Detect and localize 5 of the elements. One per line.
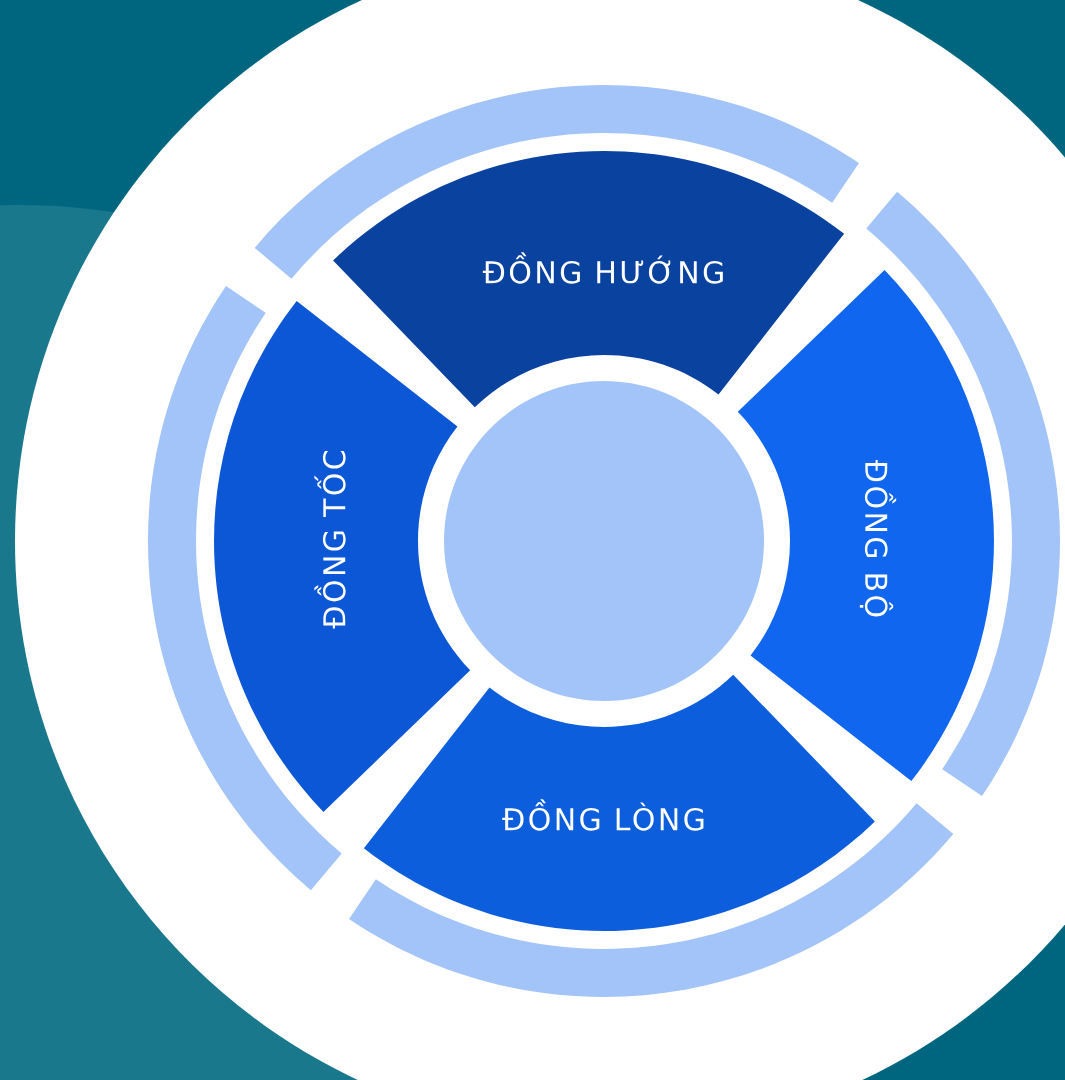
ring-segment: ĐỒNG BỘ <box>737 270 994 782</box>
ring-segment: ĐỒNG TỐC <box>214 300 471 812</box>
ring-segment: ĐỒNG HƯỚNG <box>333 151 845 408</box>
center-circle <box>444 381 764 701</box>
ring-segment: ĐỒNG LÒNG <box>363 674 875 931</box>
